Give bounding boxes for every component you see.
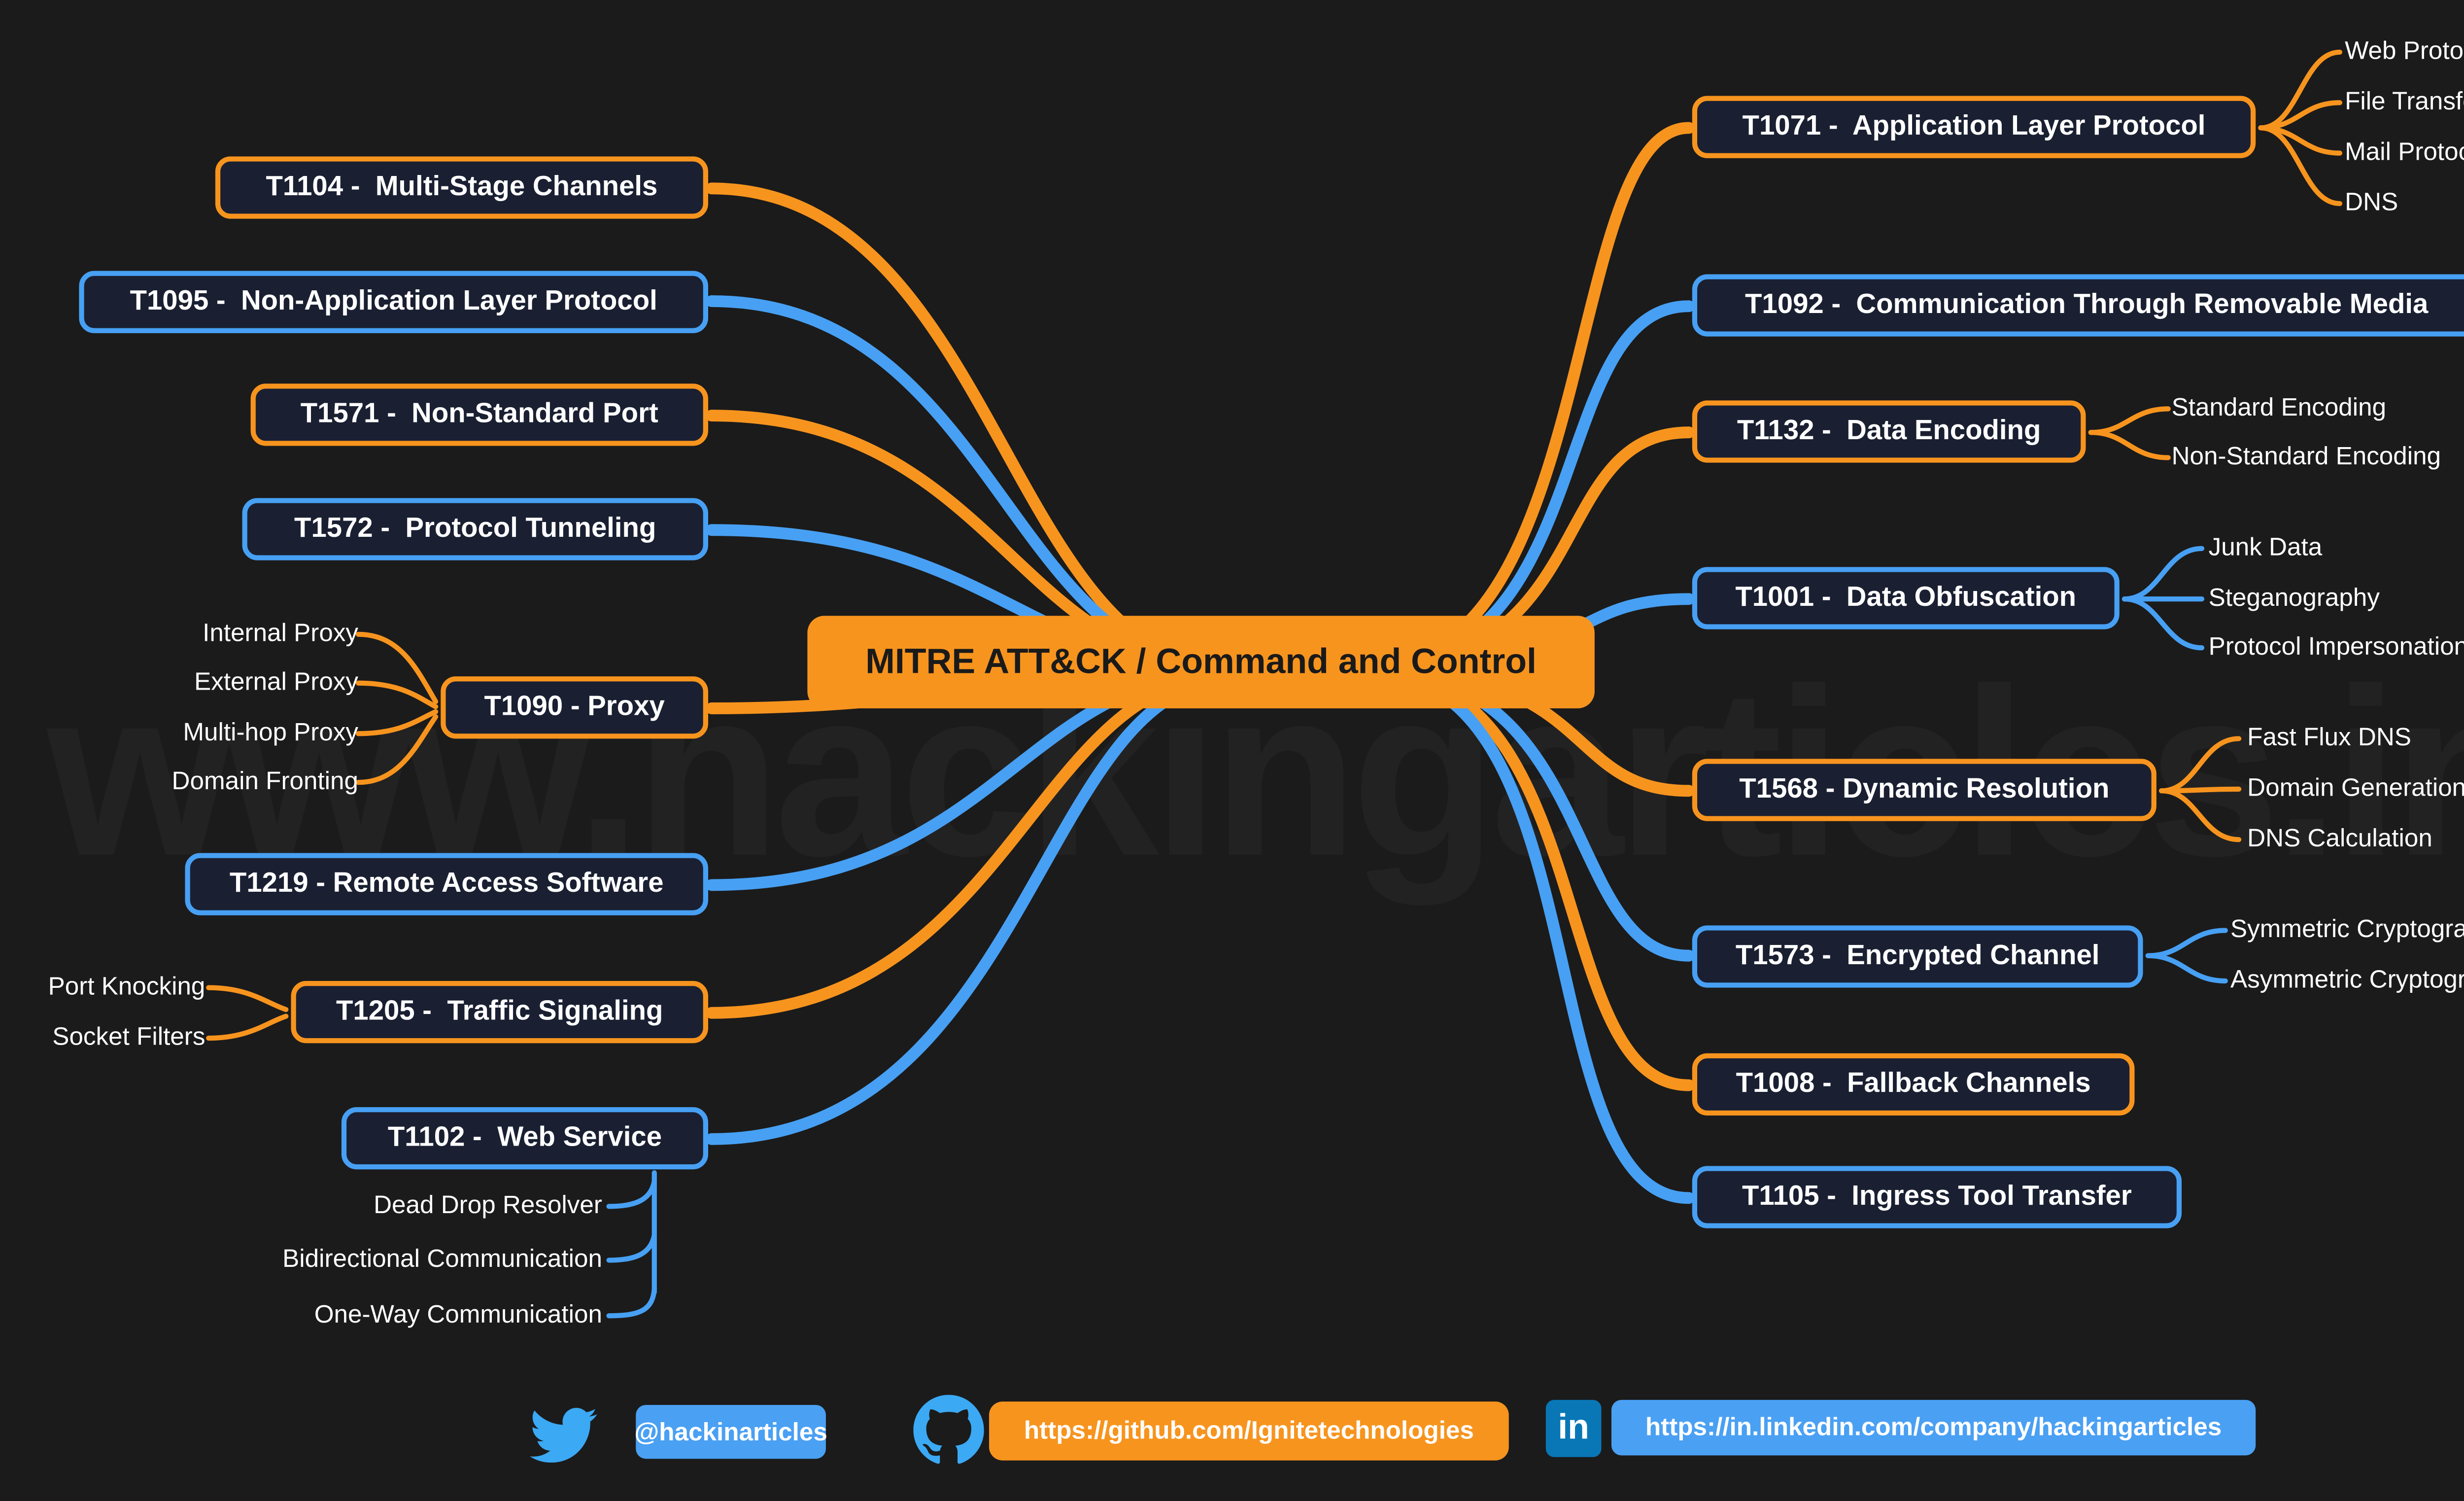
sublabel-fast-flux-dns: Fast Flux DNS: [2247, 723, 2412, 752]
sublabel-external-proxy: External Proxy: [194, 668, 359, 697]
node-t1092: T1092 - Communication Through Removable …: [1692, 274, 2464, 337]
sublabel-dead-drop-resolver: Dead Drop Resolver: [374, 1191, 602, 1220]
sublabel-protocol-impersonation: Protocol Impersonation: [2208, 632, 2464, 662]
sublabel-symmetric-cryptography: Symmetric Cryptography: [2230, 915, 2464, 944]
linkedin-url-button[interactable]: https://in.linkedin.com/company/hackinga…: [1611, 1399, 2256, 1456]
node-t1205: T1205 - Traffic Signaling: [291, 980, 708, 1044]
node-t1008: T1008 - Fallback Channels: [1692, 1053, 2135, 1116]
twitter-handle-button[interactable]: @hackinarticles: [634, 1405, 827, 1459]
sublabel-asymmetric-cryptography: Asymmetric Cryptography: [2230, 966, 2464, 995]
sublabel-domain-fronting: Domain Fronting: [171, 767, 359, 796]
node-t1105: T1105 - Ingress Tool Transfer: [1692, 1166, 2182, 1228]
sublabel-file-transfer-protocols: File Transfer Protocols: [2345, 87, 2464, 116]
sublabel-junk-data: Junk Data: [2208, 533, 2323, 562]
sublabel-socket-filters: Socket Filters: [52, 1023, 205, 1052]
github-icon: [913, 1395, 984, 1464]
sublabel-port-knocking: Port Knocking: [48, 972, 205, 1001]
node-t1571: T1571 - Non-Standard Port: [250, 384, 708, 446]
center-node-title: MITRE ATT&CK / Command and Control: [807, 616, 1595, 708]
node-t1090: T1090 - Proxy: [441, 676, 708, 739]
sublabel-bidirectional-communication: Bidirectional Communication: [282, 1245, 602, 1274]
sublabel-standard-encoding: Standard Encoding: [2171, 393, 2387, 422]
sublabel-internal-proxy: Internal Proxy: [203, 619, 359, 648]
twitter-icon: [530, 1408, 597, 1463]
node-t1573: T1573 - Encrypted Channel: [1692, 925, 2143, 988]
sublabel-mail-protocols: Mail Protocols: [2345, 138, 2464, 167]
sublabel-multi-hop-proxy: Multi-hop Proxy: [183, 718, 359, 747]
sublabel-non-standard-encoding: Non-Standard Encoding: [2171, 442, 2441, 471]
node-t1001: T1001 - Data Obfuscation: [1692, 567, 2120, 629]
sublabel-one-way-communication: One-Way Communication: [314, 1300, 602, 1329]
node-t1132: T1132 - Data Encoding: [1692, 400, 2086, 463]
node-t1572: T1572 - Protocol Tunneling: [242, 498, 708, 560]
linkedin-icon: in: [1545, 1399, 1602, 1457]
node-t1104: T1104 - Multi-Stage Channels: [215, 156, 708, 219]
sublabel-dns: DNS: [2345, 188, 2398, 217]
node-t1095: T1095 - Non-Application Layer Protocol: [79, 271, 708, 333]
sublabel-web-protocols: Web Protocols: [2345, 37, 2464, 66]
node-t1568: T1568 - Dynamic Resolution: [1692, 759, 2156, 821]
node-t1071: T1071 - Application Layer Protocol: [1692, 96, 2256, 158]
sublabel-dns-calculation: DNS Calculation: [2247, 824, 2432, 853]
sublabel-steganography: Steganography: [2208, 584, 2380, 613]
github-url-button[interactable]: https://github.com/Ignitetechnologies: [989, 1401, 1509, 1461]
sublabel-domain-generation-algorithms: Domain Generation Algorithms: [2247, 774, 2464, 803]
node-t1219: T1219 - Remote Access Software: [185, 853, 708, 915]
node-t1102: T1102 - Web Service: [341, 1107, 708, 1170]
